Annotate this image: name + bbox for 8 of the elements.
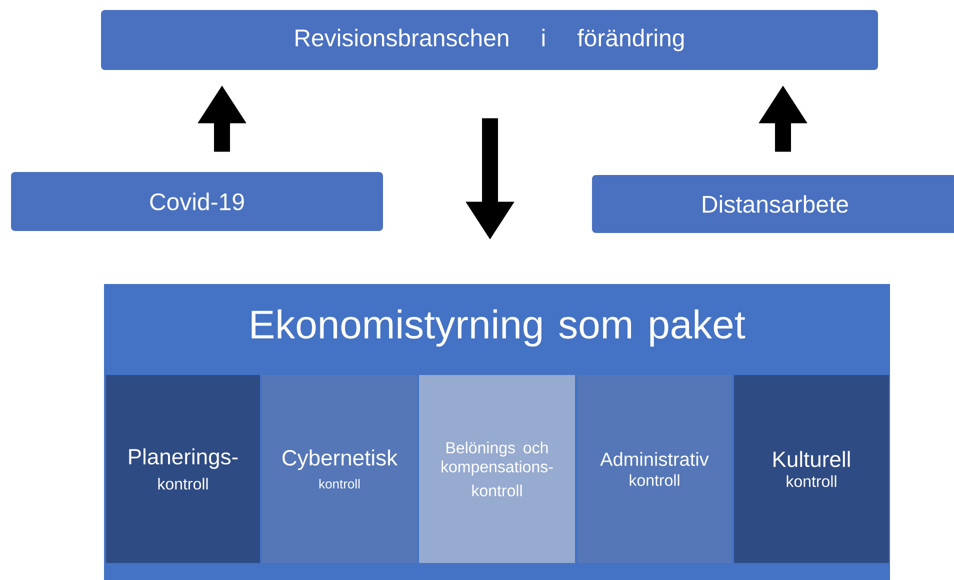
control-column: Belönings och kompensations- kontroll	[419, 375, 575, 563]
factor-box: Distansarbete	[592, 175, 954, 233]
factor-box: Covid-19	[11, 172, 383, 231]
control-column: Administrativ kontroll	[577, 375, 732, 563]
control-column: Kulturell kontroll	[734, 375, 889, 563]
control-column: Cybernetisk kontroll	[262, 375, 417, 563]
control-column: Planerings- kontroll	[106, 375, 260, 563]
title-box: Revisionsbranschen i förändring	[101, 10, 878, 70]
